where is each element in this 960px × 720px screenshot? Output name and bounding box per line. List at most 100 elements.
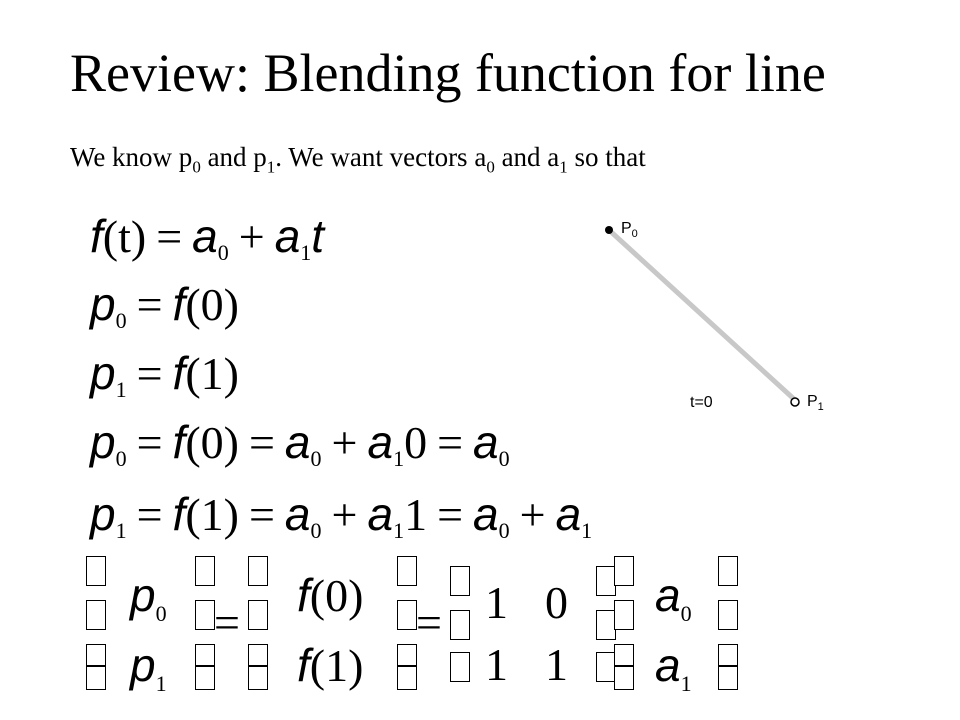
eq-sub: 0 bbox=[498, 446, 510, 472]
matrix-equals: = bbox=[416, 597, 442, 648]
eq-arg: (0) bbox=[185, 279, 239, 330]
matrix-a1: a1 bbox=[655, 640, 692, 709]
matrix-symbol: a bbox=[655, 569, 681, 621]
eq-symbol: a bbox=[555, 488, 582, 540]
matrix-number: 1 bbox=[545, 639, 568, 690]
bracket-box bbox=[397, 600, 417, 630]
bracket-box bbox=[614, 556, 634, 586]
eq-sub: 0 bbox=[115, 308, 127, 334]
eq-sub: 1 bbox=[393, 446, 405, 472]
eq-operator: = bbox=[136, 348, 163, 399]
subtitle-sub: 0 bbox=[192, 157, 201, 177]
eq-symbol: a bbox=[284, 488, 311, 540]
bracket-box bbox=[718, 666, 738, 690]
eq-symbol: a bbox=[274, 210, 301, 262]
eq-sub: 1 bbox=[581, 518, 593, 544]
matrix-m12: 0 bbox=[545, 578, 568, 628]
eq-sub: 0 bbox=[498, 518, 510, 544]
bracket-box bbox=[397, 666, 417, 690]
eq-symbol: a bbox=[473, 488, 499, 540]
matrix-symbol: p bbox=[130, 639, 156, 691]
bracket-box bbox=[397, 644, 417, 666]
eq-symbol: a bbox=[192, 210, 218, 262]
p1-label: P1 bbox=[807, 393, 824, 413]
bracket-box bbox=[614, 644, 634, 666]
eq-symbol: a bbox=[284, 416, 311, 468]
bracket-box bbox=[718, 644, 738, 666]
matrix-number: 1 bbox=[485, 577, 508, 628]
matrix-sub: 0 bbox=[155, 601, 167, 627]
eq-arg: (t) bbox=[102, 211, 147, 262]
eq-sub: 0 bbox=[310, 518, 322, 544]
bracket-box bbox=[248, 644, 268, 666]
eq-operator: = bbox=[136, 279, 163, 330]
eq-symbol: f bbox=[172, 278, 186, 330]
eq-arg: (1) bbox=[185, 489, 239, 540]
line-diagram bbox=[605, 226, 800, 407]
bracket-box bbox=[86, 556, 106, 586]
eq-arg: (1) bbox=[185, 348, 239, 399]
bracket-box bbox=[596, 610, 616, 640]
matrix-p1: p1 bbox=[130, 640, 167, 709]
bracket-box bbox=[86, 644, 106, 666]
subtitle-text: We know p bbox=[70, 142, 193, 172]
matrix-a0: a0 bbox=[655, 570, 692, 639]
subtitle-text: so that bbox=[567, 142, 646, 172]
eq-symbol: p bbox=[90, 416, 116, 468]
eq-operator: + bbox=[331, 489, 358, 540]
p0-label-sub: 0 bbox=[631, 228, 638, 241]
matrix-arg: (1) bbox=[309, 640, 364, 691]
bracket-box bbox=[86, 600, 106, 630]
bracket-box bbox=[195, 666, 215, 690]
p0-label: P0 bbox=[621, 220, 638, 240]
matrix-number: 0 bbox=[545, 577, 568, 628]
subtitle-sub: 1 bbox=[266, 157, 276, 177]
eq-symbol: t bbox=[311, 210, 325, 262]
equation-p0-expanded: p0=f(0)=a0+a10=a0 bbox=[90, 414, 510, 489]
p0-label-text: P bbox=[621, 220, 632, 237]
matrix-f0: f(0) bbox=[297, 570, 363, 621]
subtitle-text: and p bbox=[200, 142, 267, 172]
subtitle-text: and a bbox=[494, 142, 560, 172]
p1-label-sub: 1 bbox=[817, 401, 824, 414]
eq-number: 0 bbox=[404, 417, 428, 468]
eq-symbol: f bbox=[172, 488, 186, 540]
eq-symbol: p bbox=[90, 488, 116, 540]
p0-point bbox=[605, 226, 613, 234]
bracket-box bbox=[614, 666, 634, 690]
bracket-box bbox=[614, 600, 634, 630]
bracket-box bbox=[195, 556, 215, 586]
subtitle-sub: 0 bbox=[486, 157, 495, 177]
eq-operator: = bbox=[248, 489, 275, 540]
subtitle-sub: 1 bbox=[559, 157, 568, 177]
eq-operator: = bbox=[437, 489, 464, 540]
equation-p1: p1=f(1) bbox=[90, 345, 239, 420]
eq-number: 1 bbox=[404, 489, 428, 540]
matrix-symbol: f bbox=[297, 639, 310, 691]
matrix-m22: 1 bbox=[545, 640, 568, 690]
eq-operator: = bbox=[136, 417, 163, 468]
bracket-box bbox=[718, 556, 738, 586]
eq-symbol: a bbox=[473, 416, 499, 468]
bracket-box bbox=[596, 566, 616, 596]
slide-subtitle: We know p0 and p1. We want vectors a0 an… bbox=[70, 140, 646, 184]
eq-sub: 0 bbox=[217, 240, 229, 266]
eq-sub: 1 bbox=[115, 518, 127, 544]
matrix-equals: = bbox=[214, 597, 240, 648]
eq-operator: + bbox=[238, 211, 265, 262]
eq-sub: 1 bbox=[300, 240, 312, 266]
eq-operator: = bbox=[156, 211, 183, 262]
eq-operator: + bbox=[519, 489, 546, 540]
bracket-box bbox=[248, 600, 268, 630]
matrix-sub: 1 bbox=[155, 671, 167, 697]
matrix-f1: f(1) bbox=[297, 640, 363, 691]
eq-arg: (0) bbox=[185, 417, 239, 468]
line-segment bbox=[606, 227, 798, 403]
matrix-sub: 0 bbox=[680, 601, 692, 627]
eq-sub: 0 bbox=[310, 446, 322, 472]
bracket-box bbox=[596, 652, 616, 682]
p1-point bbox=[790, 397, 800, 407]
eq-symbol: p bbox=[90, 278, 116, 330]
bracket-box bbox=[195, 600, 215, 630]
equation-p1-expanded: p1=f(1)=a0+a11=a0+a1 bbox=[90, 486, 592, 561]
